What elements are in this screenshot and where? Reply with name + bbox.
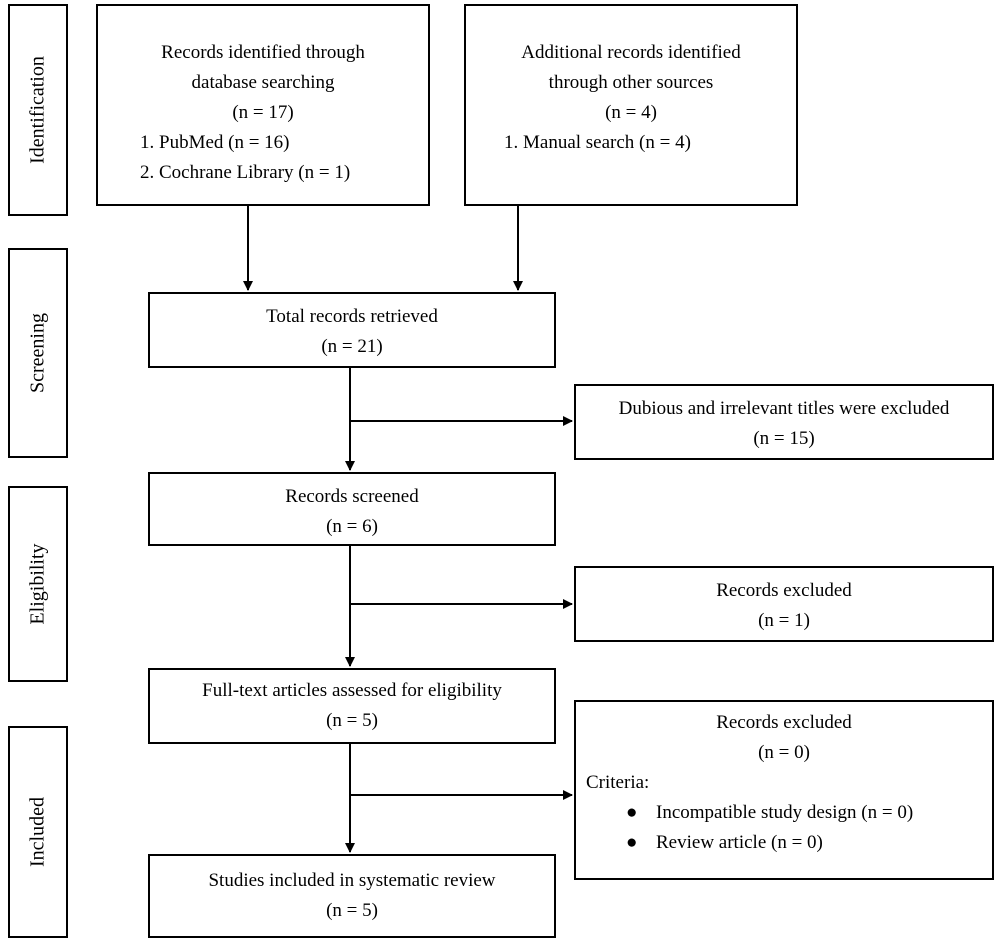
stage-eligibility: Eligibility: [8, 486, 68, 682]
excluded-titles-count: (n = 15): [753, 428, 815, 449]
records-excluded-count: (n = 1): [758, 610, 810, 631]
criteria-item-text: Incompatible study design (n = 0): [656, 802, 914, 823]
criteria-item-text: Review article (n = 0): [656, 832, 823, 853]
other-item-manual: 1. Manual search (n = 4): [504, 132, 691, 153]
stage-screening: Screening: [8, 248, 68, 458]
other-sources-line2: through other sources: [548, 72, 714, 93]
fulltext-assessed-label: Full-text articles assessed for eligibil…: [202, 680, 502, 701]
bullet-icon: ●: [626, 802, 638, 823]
criteria-item: ● Review article (n = 0): [576, 828, 992, 858]
stage-included: Included: [8, 726, 68, 938]
fulltext-assessed-count: (n = 5): [326, 710, 378, 731]
database-search-line1: Records identified through: [161, 42, 365, 63]
other-sources-box: Additional records identified through ot…: [464, 4, 798, 206]
database-search-box: Records identified through database sear…: [96, 4, 430, 206]
criteria-box-count: (n = 0): [758, 742, 810, 763]
fulltext-assessed-box: Full-text articles assessed for eligibil…: [148, 668, 556, 744]
records-excluded-criteria-box: Records excluded (n = 0) Criteria: ● Inco…: [574, 700, 994, 880]
records-excluded-label: Records excluded: [716, 580, 852, 601]
total-records-count: (n = 21): [321, 336, 383, 357]
records-screened-label: Records screened: [285, 486, 419, 507]
bullet-icon: ●: [626, 832, 638, 853]
criteria-box-label: Records excluded: [716, 712, 852, 733]
studies-included-count: (n = 5): [326, 900, 378, 921]
database-search-count: (n = 17): [232, 102, 294, 123]
total-records-box: Total records retrieved (n = 21): [148, 292, 556, 368]
records-screened-count: (n = 6): [326, 516, 378, 537]
studies-included-label: Studies included in systematic review: [208, 870, 496, 891]
database-item-cochrane: 2. Cochrane Library (n = 1): [140, 162, 351, 183]
database-item-pubmed: 1. PubMed (n = 16): [140, 132, 290, 153]
criteria-heading: Criteria:: [586, 772, 650, 793]
studies-included-box: Studies included in systematic review (n…: [148, 854, 556, 938]
other-sources-line1: Additional records identified: [521, 42, 741, 63]
total-records-label: Total records retrieved: [266, 306, 438, 327]
records-excluded-box: Records excluded (n = 1): [574, 566, 994, 642]
records-screened-box: Records screened (n = 6): [148, 472, 556, 546]
excluded-titles-box: Dubious and irrelevant titles were exclu…: [574, 384, 994, 460]
criteria-item: ● Incompatible study design (n = 0): [576, 798, 992, 828]
database-search-line2: database searching: [191, 72, 335, 93]
stage-identification: Identification: [8, 4, 68, 216]
other-sources-count: (n = 4): [605, 102, 657, 123]
excluded-titles-label: Dubious and irrelevant titles were exclu…: [618, 398, 950, 419]
